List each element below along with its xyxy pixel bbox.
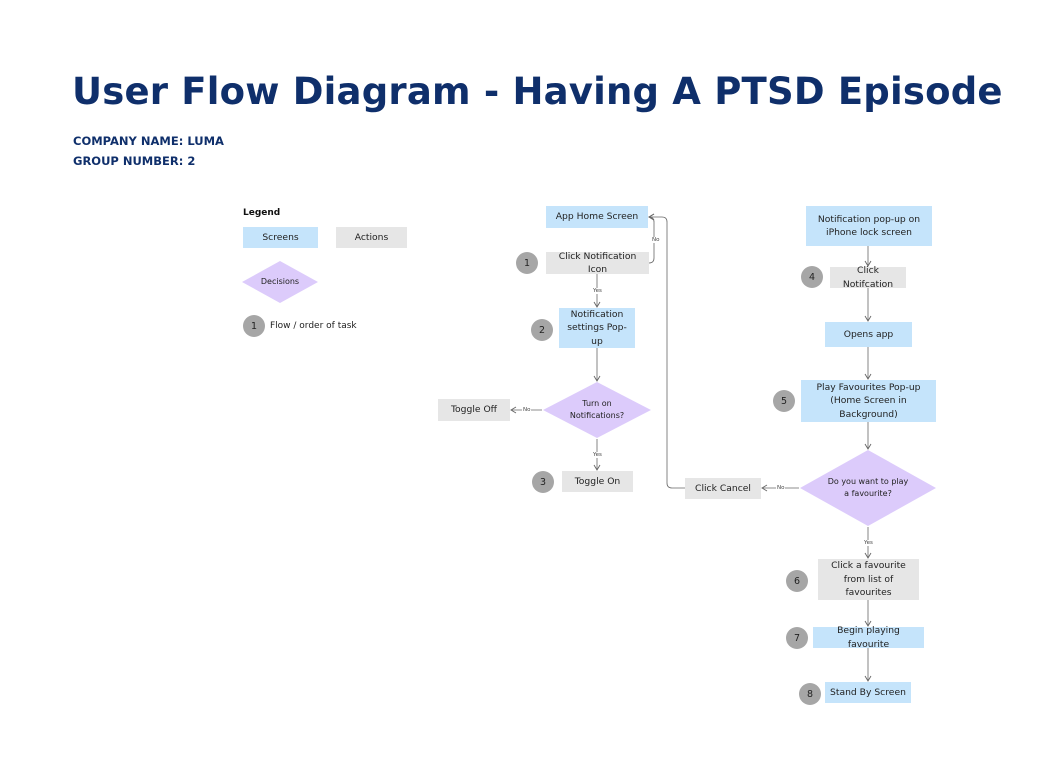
decision-turn-on-notifications-label: Turn on Notifications? xyxy=(569,399,625,420)
label-yes-settings: Yes xyxy=(592,288,603,294)
edge-cancel-to-home xyxy=(648,213,685,489)
step-5-circle: 5 xyxy=(773,390,795,412)
step-7-circle: 7 xyxy=(786,627,808,649)
legend-decisions-label: Decisions xyxy=(260,277,300,287)
legend-actions: Actions xyxy=(336,227,407,248)
legend-step-circle: 1 xyxy=(243,315,265,337)
node-toggle-on: Toggle On xyxy=(562,471,633,492)
node-play-favourites-popup: Play Favourites Pop-up (Home Screen in B… xyxy=(801,380,936,422)
step-3-circle: 3 xyxy=(532,471,554,493)
legend-flow-label: Flow / order of task xyxy=(270,321,357,331)
label-no-toggle-off: No xyxy=(522,407,532,413)
decision-diamond-favourite xyxy=(800,450,936,526)
company-name: COMPANY NAME: LUMA xyxy=(73,134,224,148)
node-begin-playing: Begin playing favourite xyxy=(813,625,924,650)
node-opens-app: Opens app xyxy=(825,322,912,347)
node-click-notification-icon: Click Notification Icon xyxy=(546,251,649,275)
step-8-circle: 8 xyxy=(799,683,821,705)
label-yes-toggle-on: Yes xyxy=(592,452,603,458)
step-4-circle: 4 xyxy=(801,266,823,288)
legend-title: Legend xyxy=(243,208,281,218)
node-lock-screen-notification: Notification pop-up on iPhone lock scree… xyxy=(806,206,932,246)
node-click-cancel: Click Cancel xyxy=(685,478,761,499)
node-click-notification: Click Notifcation xyxy=(830,265,906,290)
label-yes-favourite: Yes xyxy=(863,540,874,546)
step-2-circle: 2 xyxy=(531,319,553,341)
label-no-home: No xyxy=(651,237,661,243)
node-stand-by-screen: Stand By Screen xyxy=(825,682,911,703)
group-number: GROUP NUMBER: 2 xyxy=(73,154,196,168)
node-toggle-off: Toggle Off xyxy=(438,399,510,421)
node-notification-settings-popup: Notification settings Pop-up xyxy=(559,308,635,348)
node-app-home-screen: App Home Screen xyxy=(546,206,648,228)
label-no-cancel: No xyxy=(776,485,786,491)
step-6-circle: 6 xyxy=(786,570,808,592)
page-title: User Flow Diagram - Having A PTSD Episod… xyxy=(72,70,1003,113)
step-1-circle: 1 xyxy=(516,252,538,274)
node-click-favourite: Click a favourite from list of favourite… xyxy=(818,559,919,600)
legend-screens: Screens xyxy=(243,227,318,248)
decision-play-favourite-label: Do you want to play a favourite? xyxy=(827,477,909,498)
legend-decision-diamond xyxy=(242,261,318,303)
decision-diamond-notifications xyxy=(543,382,651,438)
